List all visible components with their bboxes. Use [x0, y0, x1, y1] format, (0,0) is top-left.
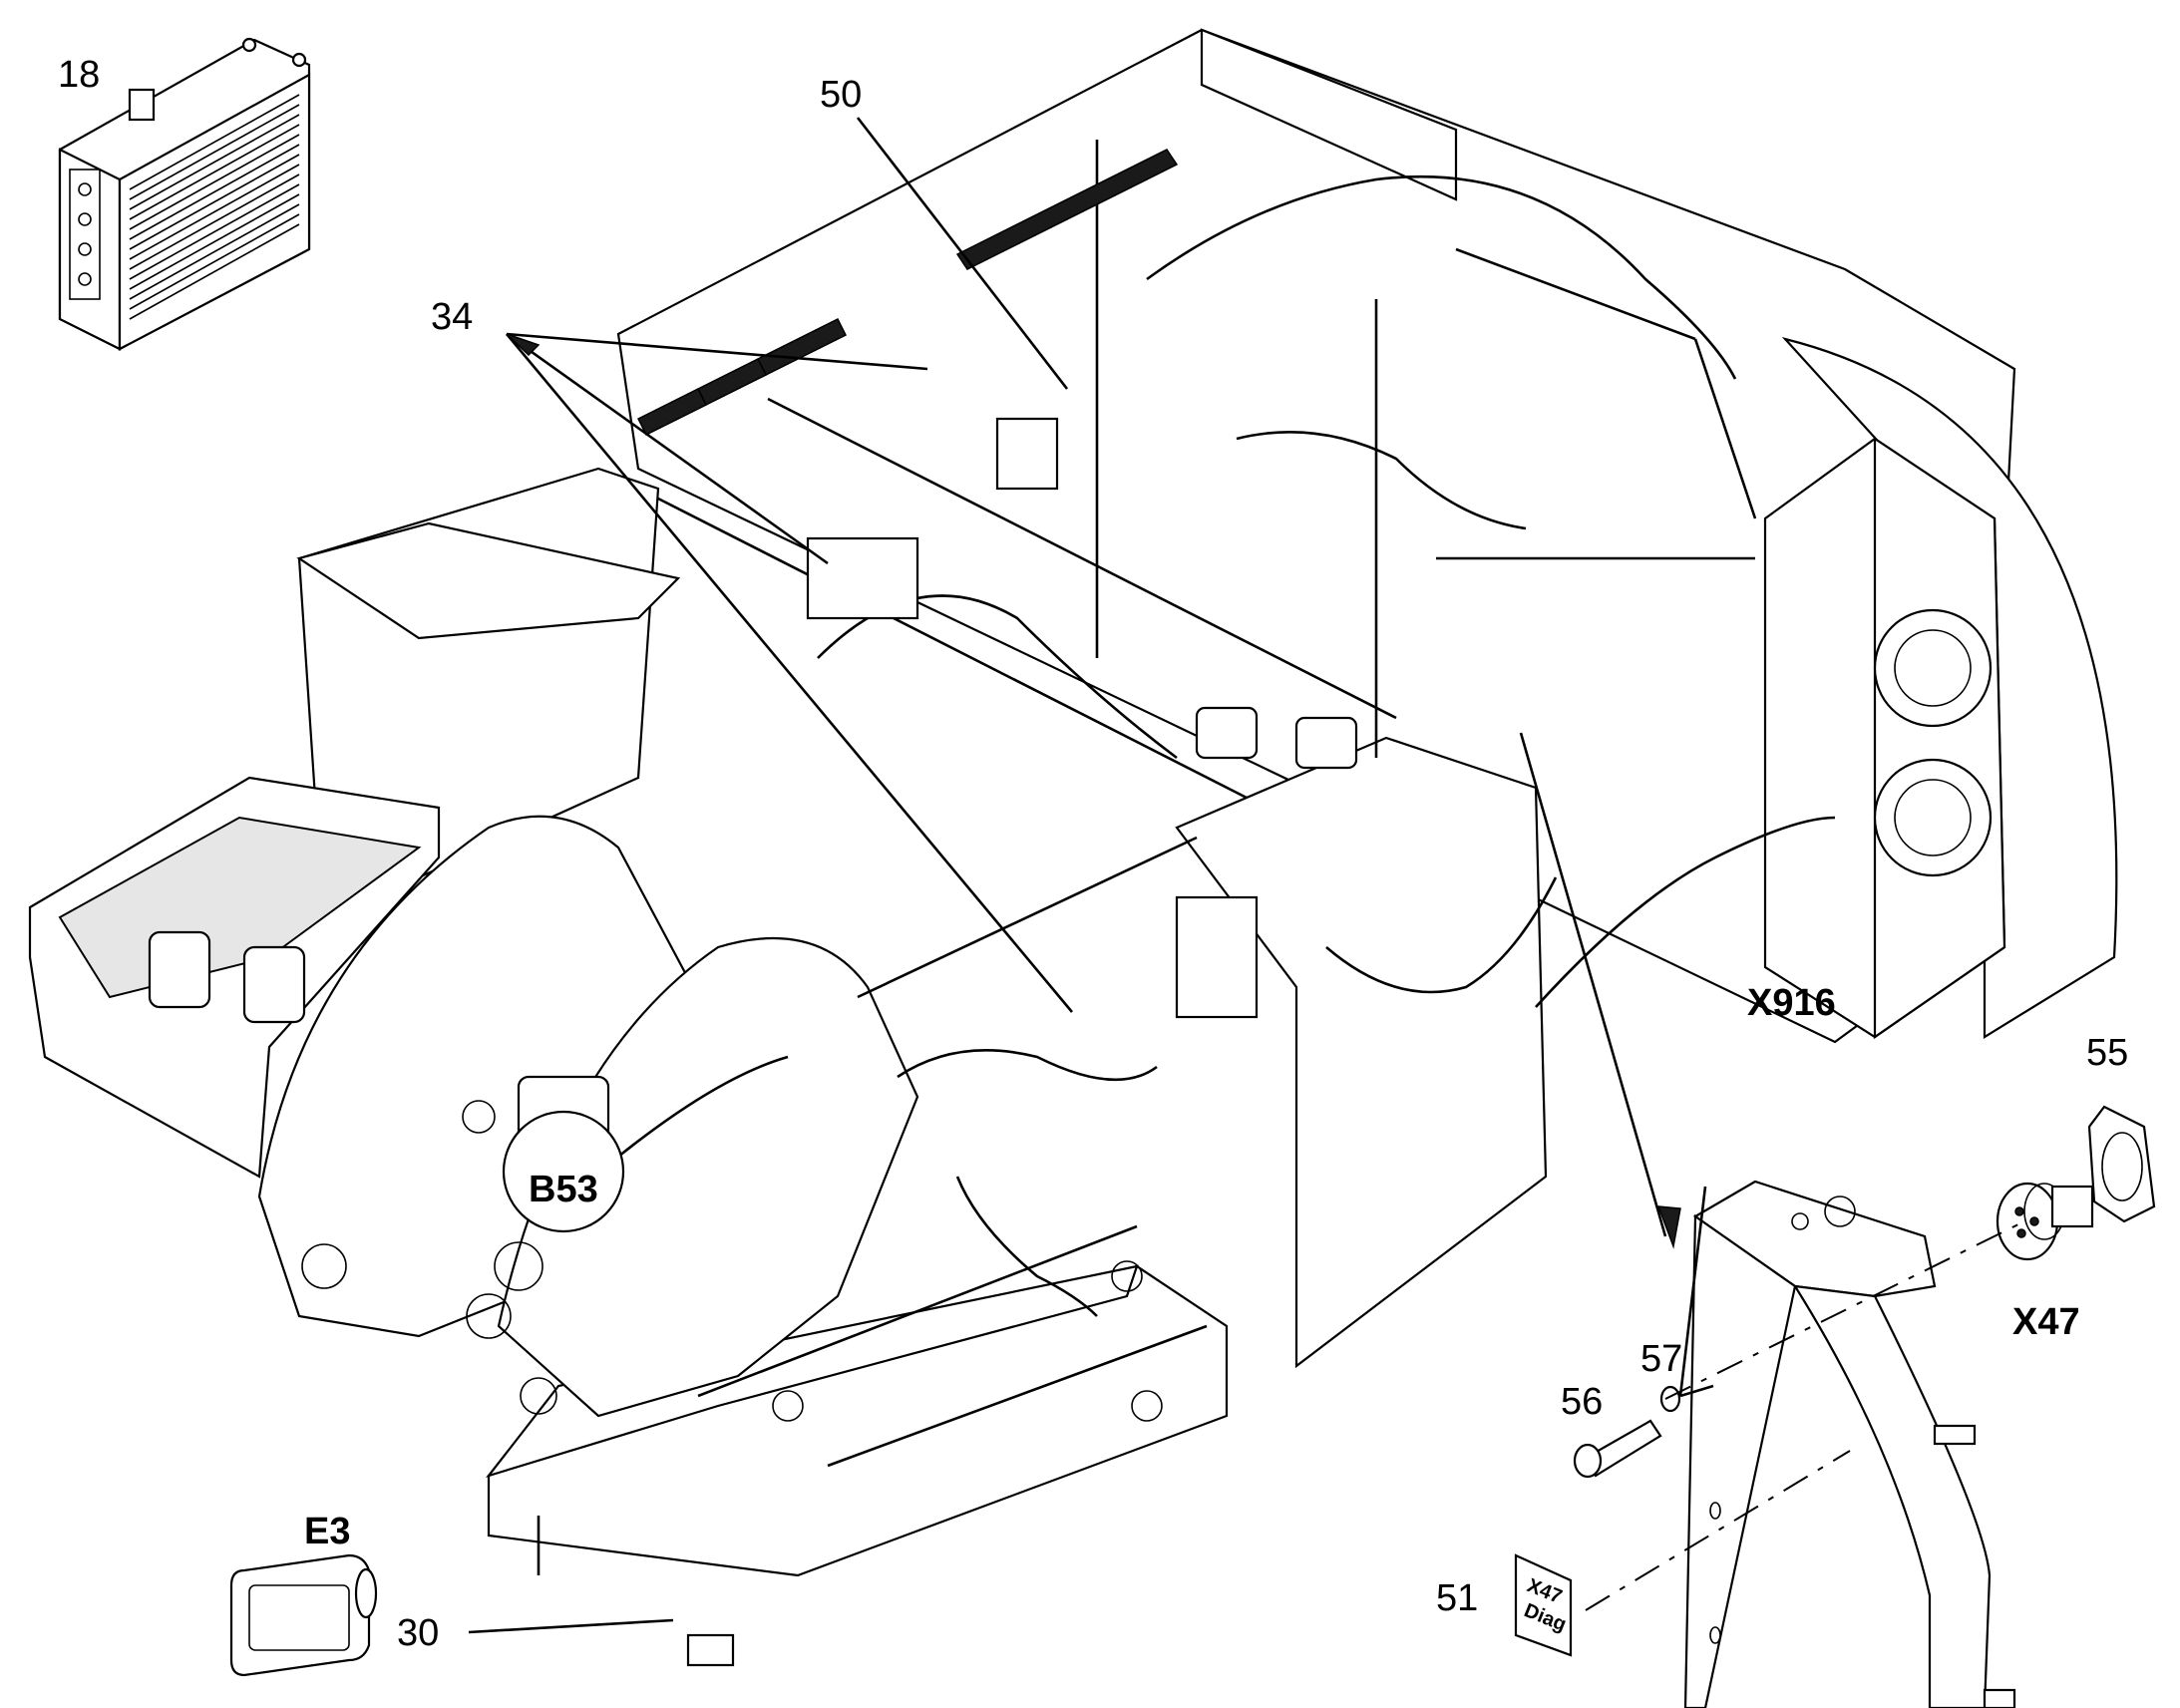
- callout-50: 50: [820, 74, 862, 116]
- assembly-lines: [1585, 1220, 2025, 1611]
- diagnostic-post: [1683, 1180, 2016, 1708]
- leader-lines: [468, 117, 1714, 1634]
- callout-30: 30: [397, 1612, 439, 1654]
- washer-57: [1659, 1385, 1681, 1413]
- callout-55: 55: [2086, 1032, 2128, 1074]
- callout-18: 18: [58, 54, 100, 96]
- callout-56: 56: [1561, 1381, 1603, 1423]
- callout-b53: B53: [529, 1169, 598, 1210]
- callout-57: 57: [1640, 1338, 1682, 1380]
- bolt-56: [1573, 1419, 1662, 1479]
- callout-x916: X916: [1747, 982, 1836, 1024]
- callout-x47: X47: [2012, 1301, 2080, 1343]
- label-plate-51: [1514, 1553, 1573, 1657]
- control-module-18: [58, 37, 311, 351]
- protective-cap-55: [2087, 1105, 2156, 1223]
- machine-frame: [28, 28, 2118, 1667]
- callout-34: 34: [431, 296, 473, 338]
- arrow-head-lower: [1656, 1205, 1681, 1249]
- work-lamp-e3: [229, 1553, 378, 1677]
- callout-e3: E3: [304, 1511, 350, 1552]
- arrow-head-34: [506, 333, 541, 357]
- callout-51: 51: [1436, 1577, 1478, 1619]
- connector-x47: [1996, 1182, 2094, 1261]
